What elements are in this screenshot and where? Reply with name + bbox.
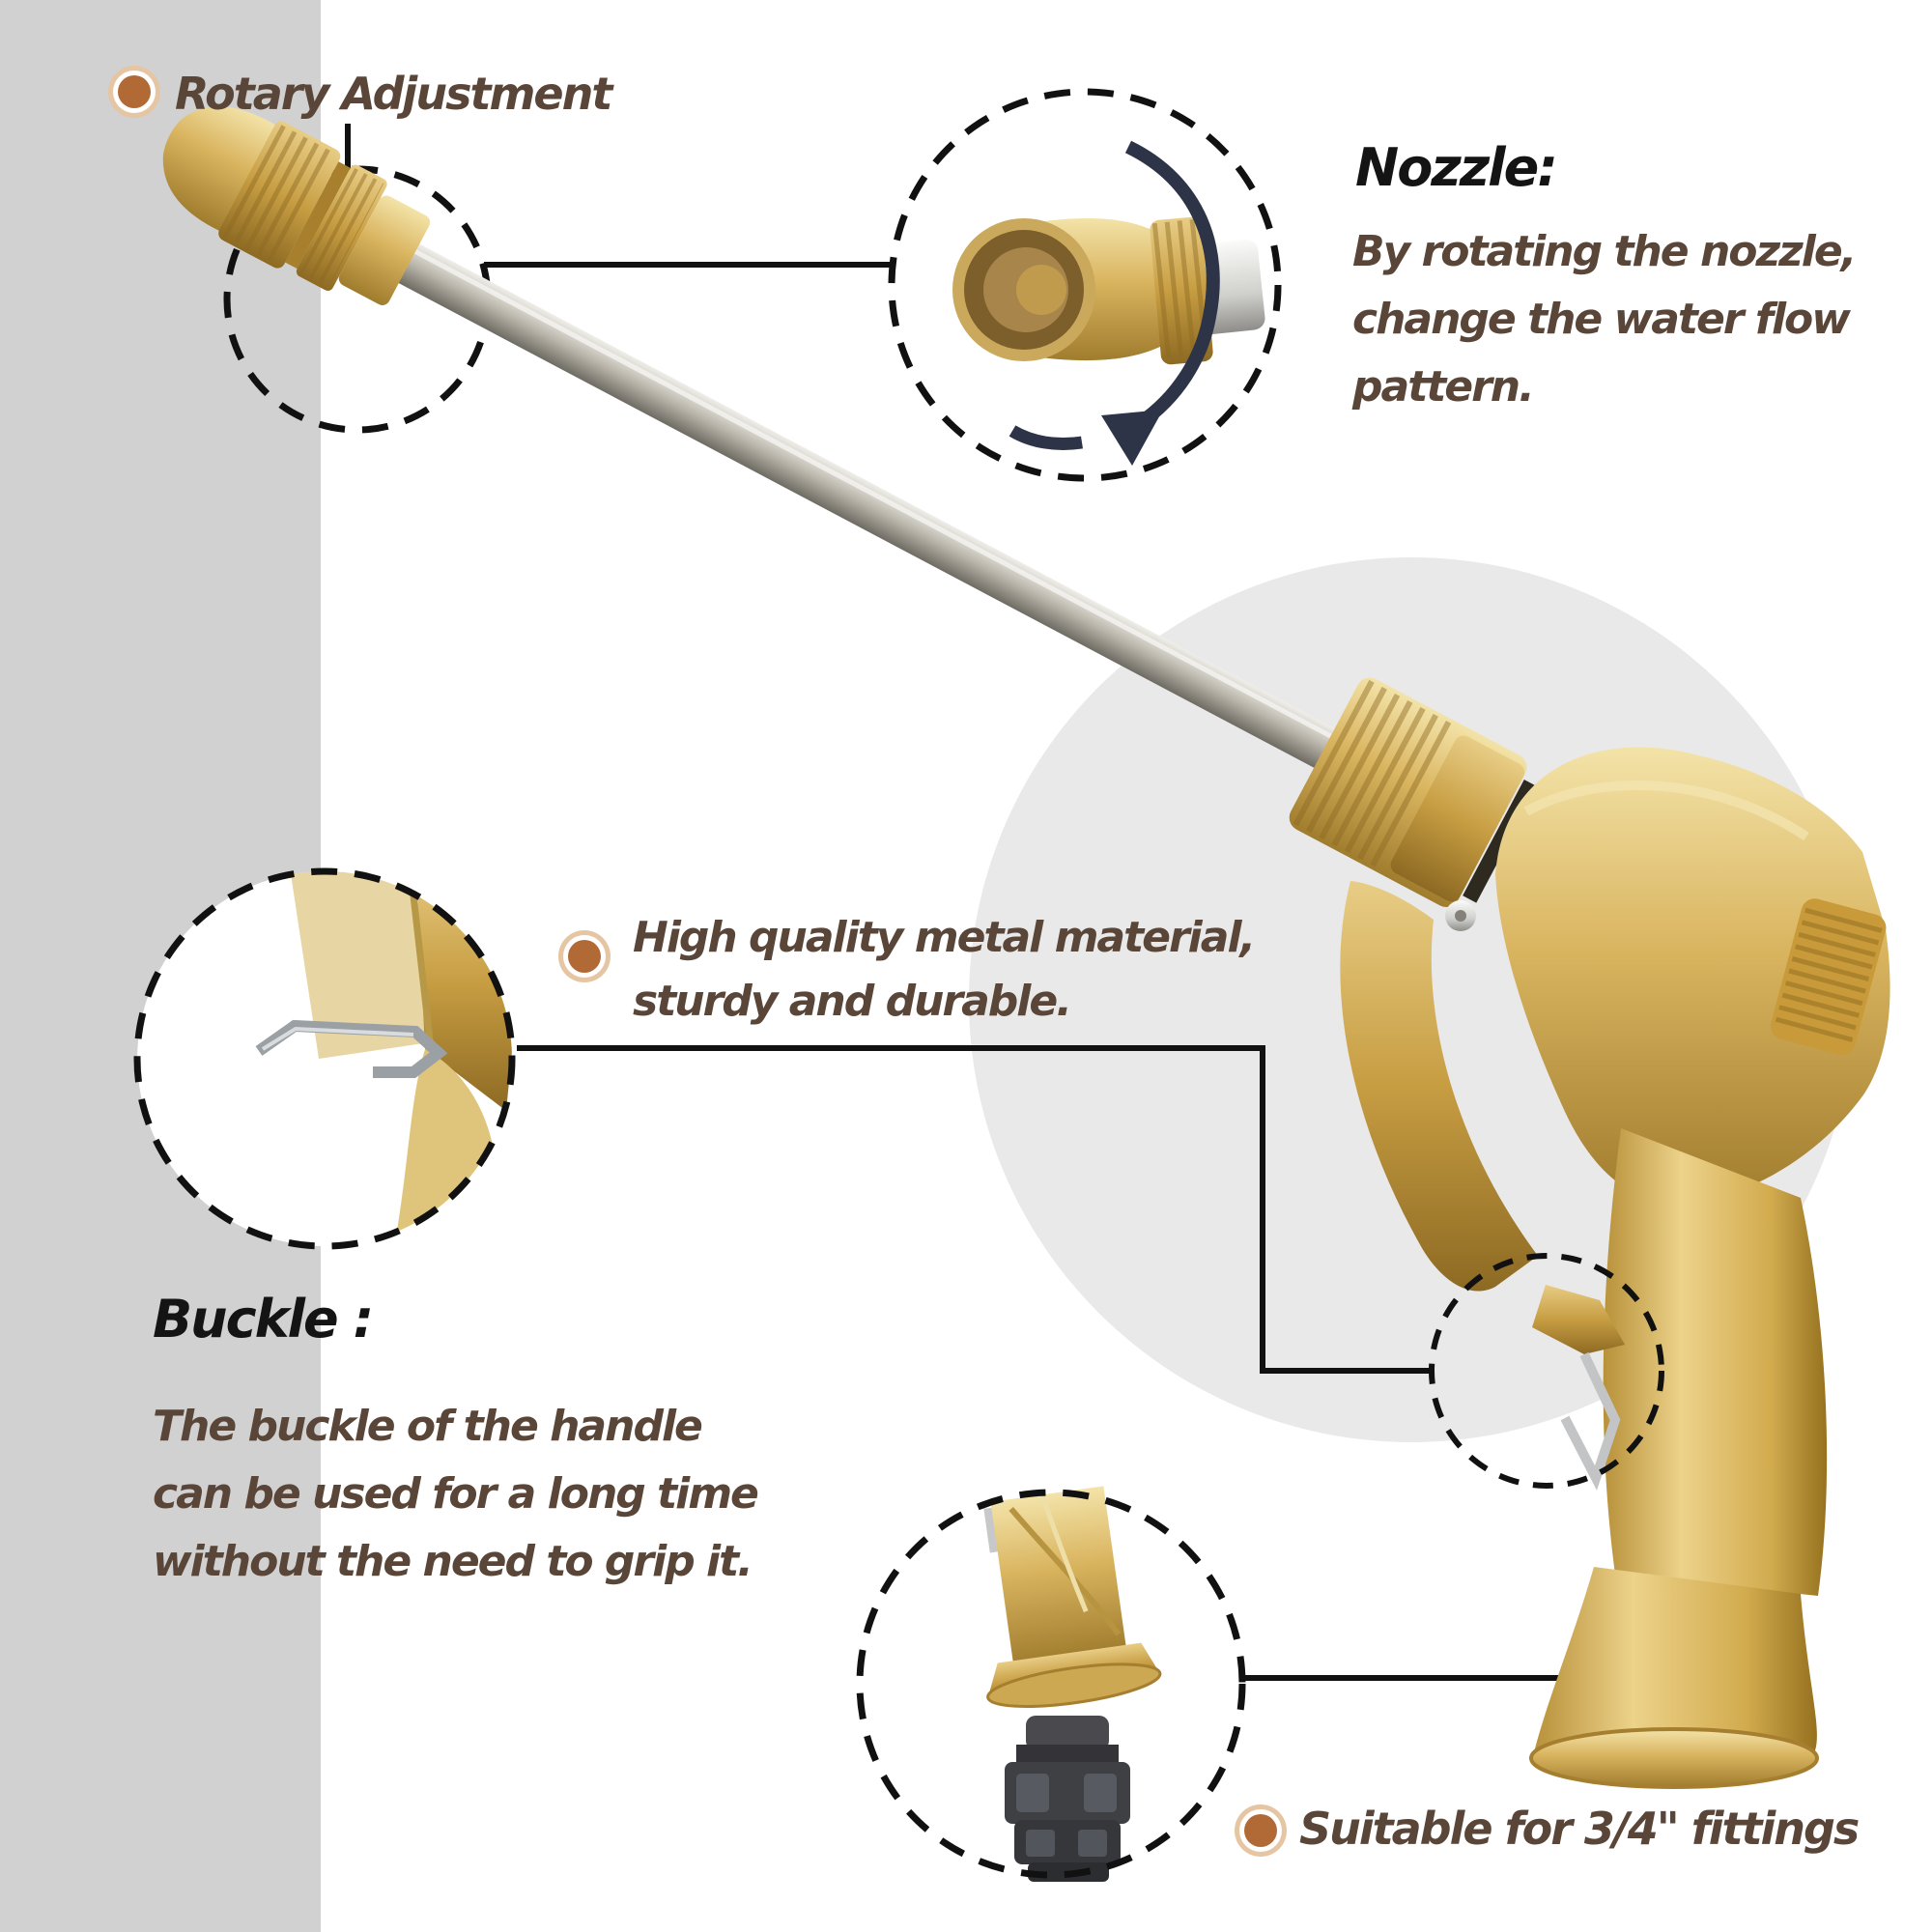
brass-adapter (983, 1486, 1162, 1708)
dashed-circle-trigger-buckle (1429, 1253, 1664, 1489)
nozzle-line-1: By rotating the nozzle, (1352, 227, 1857, 276)
fittings-zoom-photo (983, 1486, 1162, 1882)
buckle-wire (1560, 1351, 1621, 1491)
bell-rim (1529, 1727, 1819, 1789)
buckle-zoom-photo (137, 871, 512, 1246)
material-line-2: sturdy and durable. (633, 977, 1072, 1026)
buckle-line-1: The buckle of the handle (153, 1402, 703, 1451)
material-line-1: High quality metal material, (633, 913, 1256, 962)
handle (1603, 1128, 1828, 1596)
material-description: High quality metal material, sturdy and … (633, 906, 1256, 1034)
barrel (391, 240, 1421, 813)
nozzle-zoom-photo (952, 140, 1265, 466)
nozzle-description: By rotating the nozzle, change the water… (1352, 218, 1857, 421)
gun-head (1495, 747, 1890, 1205)
fittings-bullet-icon (1235, 1804, 1287, 1857)
nozzle-cone (162, 106, 277, 232)
dashed-circle-nozzle (888, 88, 1282, 482)
dashed-circle-buckle-zoom (133, 867, 516, 1250)
rotary-adjustment-label: Rotary Adjustment (175, 68, 612, 120)
buckle-heading: Buckle : (153, 1289, 374, 1350)
fittings-label: Suitable for 3/4" fittings (1299, 1803, 1860, 1855)
buckle-line-3: without the need to grip it. (153, 1537, 753, 1586)
buckle-line-2: can be used for a long time (153, 1469, 759, 1519)
trigger (1340, 881, 1538, 1292)
handle-catch (1532, 1285, 1625, 1354)
dashed-circle-fittings (856, 1489, 1246, 1879)
nozzle-collar (338, 195, 431, 305)
spray-gun (162, 106, 1890, 1789)
handle-bell (1534, 1567, 1817, 1777)
barrel-axis-group (162, 106, 1538, 907)
buckle-description: The buckle of the handle can be used for… (153, 1393, 759, 1596)
black-connector (1005, 1716, 1130, 1882)
nozzle-line-3: pattern. (1352, 362, 1535, 412)
nozzle-knurl-ring (218, 121, 341, 269)
nozzle-heading: Nozzle: (1355, 137, 1558, 198)
rotary-bullet-icon (108, 66, 160, 118)
side-knob (1770, 898, 1887, 1056)
material-bullet-icon (558, 930, 611, 982)
rotation-arrow (1124, 140, 1220, 429)
rotation-arrowhead (1101, 410, 1163, 466)
nozzle-line-2: change the water flow (1352, 295, 1851, 344)
line-material-buckle (517, 1045, 1430, 1374)
